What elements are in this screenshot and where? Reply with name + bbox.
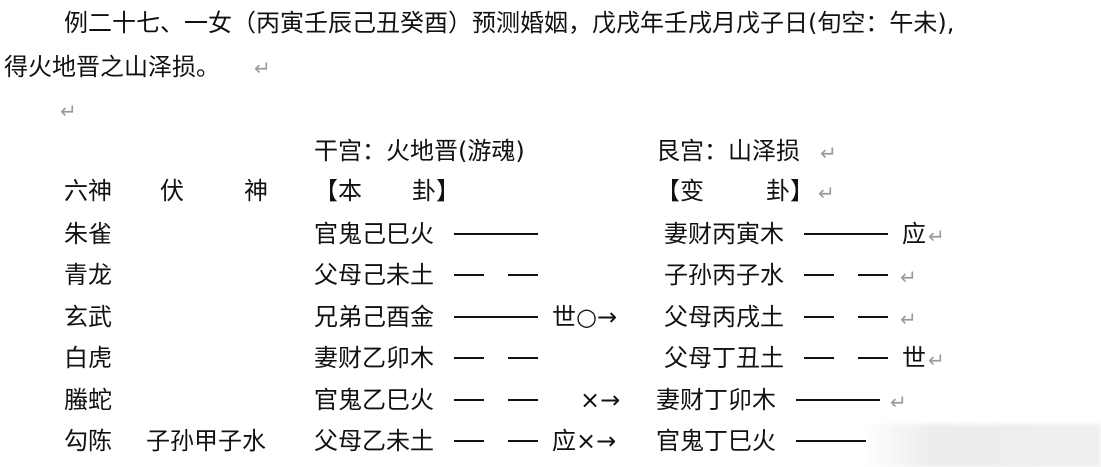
yin-line-left	[454, 399, 484, 401]
row-change-line-label: 子孙丙子水	[664, 261, 784, 289]
col-bian-close: 卦】	[766, 177, 814, 205]
paragraph-line-1: 例二十七、一女（丙寅壬辰己丑癸酉）预测婚姻，戊戌年壬戌月戊子日(旬空：午未),	[64, 9, 955, 37]
yin-line-left	[804, 274, 834, 276]
paragraph-mark: ↵	[928, 348, 945, 372]
row-main-line-label: 妻财乙卯木	[314, 344, 434, 372]
row-shi-ying: 世	[902, 344, 926, 372]
paragraph-mark: ↵	[928, 224, 945, 248]
paragraph-mark: ↵	[900, 307, 917, 331]
row-hidden-spirit: 子孙甲子水	[146, 427, 266, 455]
col-ben-open: 【本	[314, 177, 362, 205]
yin-line-left	[454, 440, 484, 442]
row-change-line-label: 妻财丁卯木	[656, 386, 776, 414]
yang-line	[796, 399, 880, 401]
yin-line-right	[508, 440, 538, 442]
yin-line-left	[454, 274, 484, 276]
yin-line-left	[804, 357, 834, 359]
watermark-blur	[862, 424, 1101, 467]
paragraph-mark: ↵	[890, 390, 907, 414]
yin-line-right	[858, 357, 888, 359]
row-change-line-label: 父母丁丑土	[664, 344, 784, 372]
palace-change-header: 艮宫：山泽损	[656, 137, 800, 165]
yin-line-right	[858, 316, 888, 318]
yang-line	[796, 440, 866, 442]
row-main-line-label: 父母己未土	[314, 261, 434, 289]
yin-line-left	[454, 357, 484, 359]
paragraph-mark: ↵	[818, 181, 835, 205]
palace-main-header: 干宫：火地晋(游魂)	[314, 137, 525, 165]
paragraph-mark: ↵	[60, 99, 77, 123]
row-shi-ying: 应	[902, 220, 926, 248]
row-change-line-label: 妻财丙寅木	[664, 220, 784, 248]
row-liushen: 玄武	[64, 303, 112, 331]
row-main-line-label: 官鬼乙巳火	[314, 386, 434, 414]
yang-line	[454, 316, 538, 318]
yang-line	[454, 233, 538, 235]
row-change-line-label: 父母丙戌土	[664, 303, 784, 331]
col-shen-header: 神	[244, 177, 268, 205]
yang-line	[804, 233, 888, 235]
paragraph-mark: ↵	[254, 56, 271, 80]
yin-line-right	[508, 274, 538, 276]
row-main-line-label: 父母乙未土	[314, 427, 434, 455]
row-main-line-label: 兄弟己酉金	[314, 303, 434, 331]
paragraph-mark: ↵	[820, 141, 837, 165]
yin-line-right	[508, 399, 538, 401]
yin-line-left	[804, 316, 834, 318]
moving-line-mark: 世○→	[552, 303, 618, 331]
col-bian-open: 【变	[656, 177, 704, 205]
row-liushen: 白虎	[64, 344, 112, 372]
yin-line-right	[858, 274, 888, 276]
col-fu-header: 伏	[160, 177, 184, 205]
yin-line-right	[508, 357, 538, 359]
row-change-line-label: 官鬼丁巳火	[656, 427, 776, 455]
row-main-line-label: 官鬼己巳火	[314, 220, 434, 248]
row-liushen: 勾陈	[64, 427, 112, 455]
row-liushen: 螣蛇	[64, 386, 112, 414]
paragraph-mark: ↵	[900, 265, 917, 289]
moving-line-mark: ×→	[580, 386, 621, 414]
moving-line-mark: 应×→	[552, 427, 617, 455]
row-liushen: 青龙	[64, 261, 112, 289]
row-liushen: 朱雀	[64, 220, 112, 248]
col-liushen-header: 六神	[64, 177, 112, 205]
col-ben-close: 卦】	[412, 177, 460, 205]
paragraph-line-2: 得火地晋之山泽损。	[4, 53, 220, 81]
